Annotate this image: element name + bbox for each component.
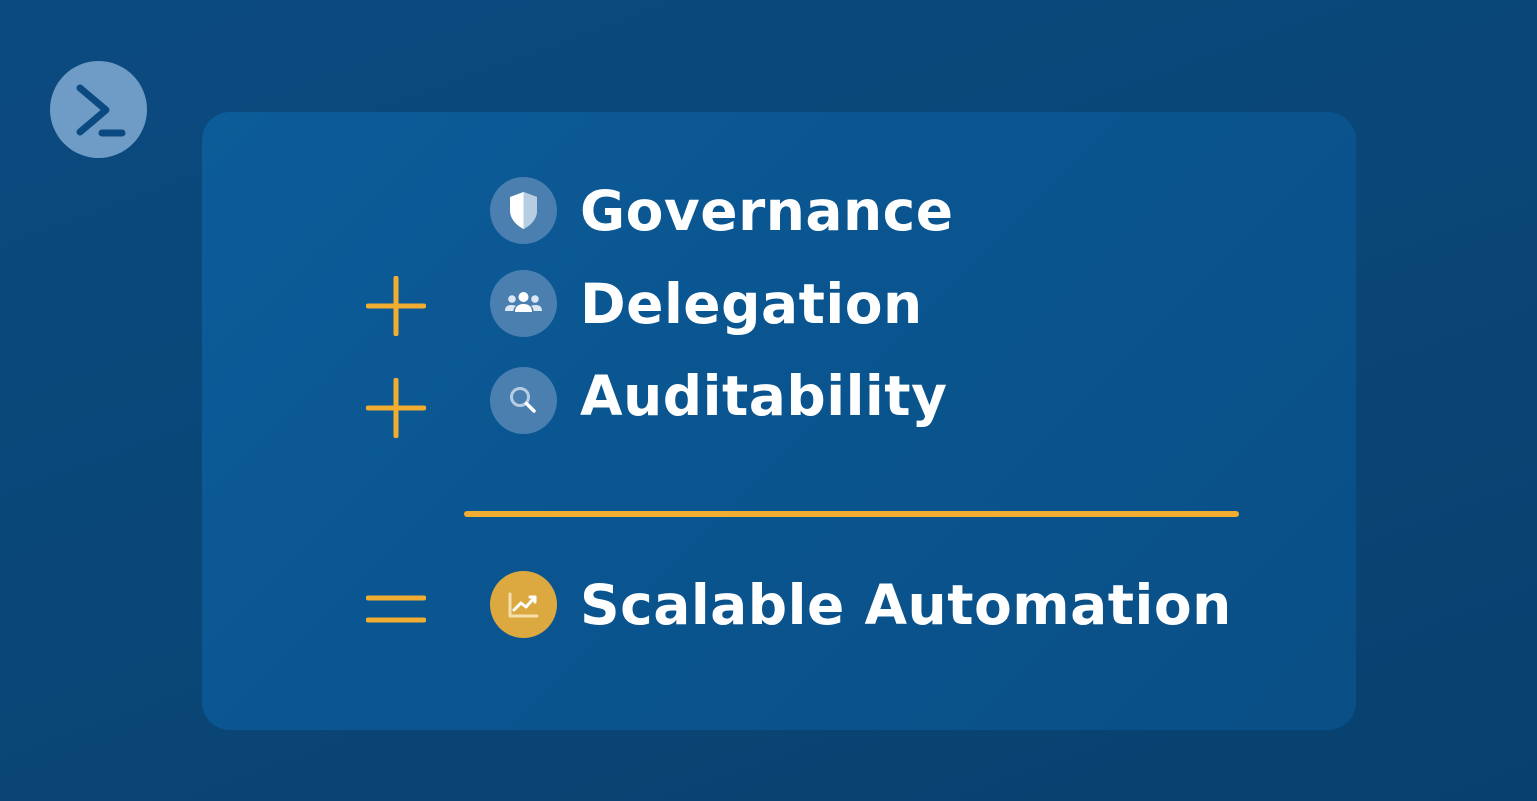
equals-operator — [366, 579, 426, 639]
item-delegation: Delegation — [202, 270, 1356, 340]
result-label: Scalable Automation — [580, 573, 1232, 637]
search-icon — [490, 367, 557, 434]
item-governance: Governance — [202, 177, 1356, 247]
equation-card: Governance Delegation — [202, 112, 1356, 730]
item-auditability: Auditability — [202, 364, 1356, 438]
sum-divider — [464, 511, 1239, 517]
plus-operator — [366, 276, 426, 336]
chart-trend-icon — [490, 571, 557, 638]
plus-operator — [366, 378, 426, 438]
item-label: Delegation — [580, 272, 923, 336]
users-icon — [490, 270, 557, 337]
item-label: Auditability — [580, 364, 948, 428]
terminal-prompt-icon — [76, 84, 126, 137]
powershell-logo — [50, 61, 147, 158]
item-label: Governance — [580, 179, 954, 243]
shield-icon — [490, 177, 557, 244]
result-scalable-automation: Scalable Automation — [202, 571, 1356, 641]
